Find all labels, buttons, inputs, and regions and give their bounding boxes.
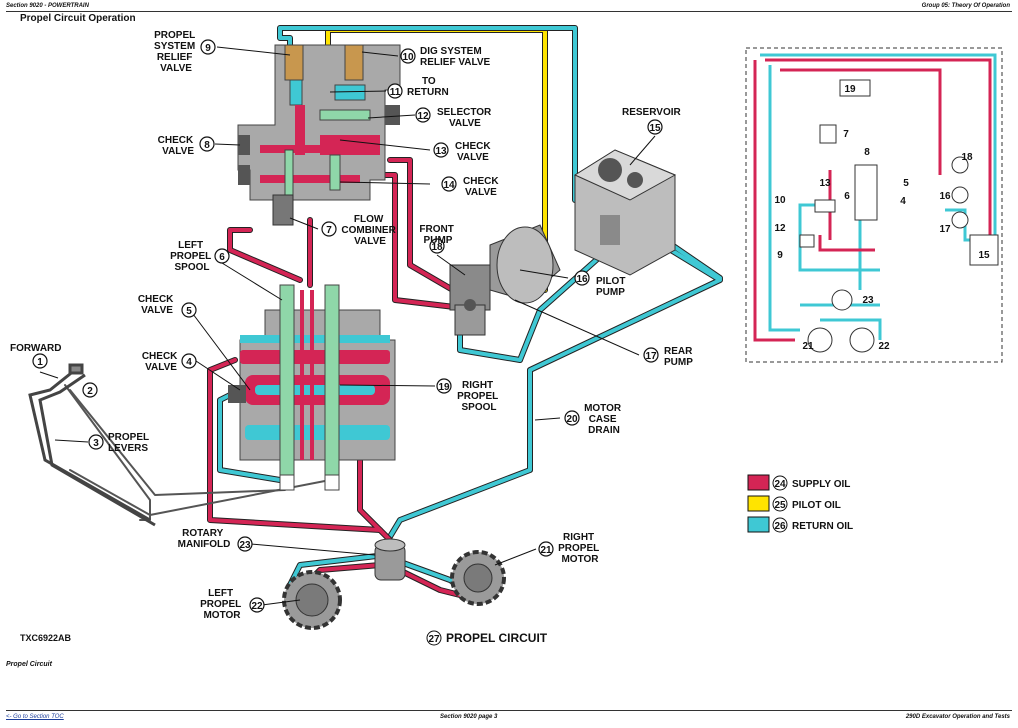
callout-1: 1 (37, 357, 43, 368)
check-valve-14-label: CHECK VALVE (463, 176, 501, 198)
schem-num: 13 (819, 178, 831, 189)
dig-system-relief-valve-label: DIG SYSTEM RELIEF VALVE (420, 46, 491, 68)
callout-20: 20 (566, 414, 578, 425)
reservoir-label: RESERVOIR (622, 107, 681, 118)
footer-page: Section 9020 page 3 (440, 714, 498, 720)
check-valve-8-label: CHECK VALVE (158, 135, 196, 157)
schem-num: 8 (864, 147, 870, 158)
oil-legend: 24 SUPPLY OIL 25 PILOT OIL 26 RETURN OIL (747, 474, 853, 533)
pilot-pump-label: PILOT PUMP (596, 276, 628, 298)
callout-2: 2 (87, 386, 93, 397)
callout-12: 12 (417, 111, 429, 122)
left-propel-spool-label: LEFT PROPEL SPOOL (170, 240, 214, 273)
reservoir-tank (573, 149, 677, 276)
upper-valve-block (237, 44, 401, 226)
header-group: Group 05: Theory Of Operation (921, 3, 1010, 9)
lever-cable (69, 469, 331, 516)
motor-case-drain-label: MOTOR CASE DRAIN (584, 403, 624, 436)
rear-pump-label: REAR PUMP (664, 346, 695, 368)
check-valve-4-label: CHECK VALVE (142, 351, 180, 373)
propel-valve-block (228, 284, 396, 491)
schem-num: 22 (878, 341, 890, 352)
callout-17: 17 (645, 351, 657, 362)
schem-num: 5 (903, 178, 909, 189)
pump-assembly (449, 224, 561, 336)
schem-num: 12 (774, 223, 786, 234)
check-valve-5-label: CHECK VALVE (138, 294, 176, 316)
schem-num: 9 (777, 250, 783, 261)
callout-23: 23 (239, 540, 251, 551)
right-motor-sprocket (450, 550, 506, 606)
circuit-title-num: 27 (428, 634, 440, 645)
callout-21: 21 (540, 545, 552, 556)
callout-9: 9 (205, 43, 211, 54)
rotary-manifold-part (374, 538, 406, 581)
schem-num: 4 (900, 196, 906, 207)
legend-label-return: RETURN OIL (792, 521, 853, 532)
callout-10: 10 (402, 52, 414, 63)
figure-id: TXC6922AB (20, 633, 72, 643)
footer-doc-title: 290D Excavator Operation and Tests (905, 714, 1010, 720)
schem-num: 16 (939, 191, 951, 202)
callout-13: 13 (435, 146, 447, 157)
footer-rule (6, 710, 1012, 711)
front-pump-label: FRONT PUMP (419, 224, 456, 246)
callout-5: 5 (186, 306, 192, 317)
schem-num: 6 (844, 191, 850, 202)
callout-3: 3 (93, 438, 99, 449)
legend-swatch-return (747, 516, 770, 533)
right-propel-spool-label: RIGHT PROPEL SPOOL (457, 380, 501, 413)
callout-4: 4 (186, 357, 192, 368)
callout-11: 11 (390, 87, 401, 98)
schem-num: 15 (978, 250, 990, 261)
callout-16: 16 (576, 274, 588, 285)
callout-15: 15 (649, 123, 661, 134)
callout-14: 14 (443, 180, 455, 191)
flow-combiner-valve-label: FLOW COMBINER VALVE (341, 214, 398, 247)
callout-22: 22 (251, 601, 263, 612)
legend-num-26: 26 (774, 521, 786, 532)
legend-label-supply: SUPPLY OIL (792, 479, 850, 490)
schem-num: 7 (843, 129, 849, 140)
selector-valve-label: SELECTOR VALVE (437, 107, 494, 129)
right-propel-motor-label: RIGHT PROPEL MOTOR (558, 532, 602, 565)
legend-swatch-pilot (747, 495, 770, 512)
legend-swatch-supply (747, 474, 770, 491)
header-rule (6, 11, 1012, 12)
legend-num-24: 24 (774, 479, 786, 490)
rotary-manifold-label: ROTARY MANIFOLD (178, 528, 231, 550)
left-motor-sprocket (282, 570, 342, 630)
hydraulic-schematic: 19 7 8 13 6 5 4 10 12 9 18 16 17 15 23 2… (745, 47, 1003, 363)
schematic-number-labels: 19 7 8 13 6 5 4 10 12 9 18 16 17 15 23 2… (774, 84, 990, 352)
schem-num: 10 (774, 195, 786, 206)
propel-system-relief-valve-label: PROPEL SYSTEM RELIEF VALVE (154, 30, 198, 74)
callout-6: 6 (219, 252, 225, 263)
go-to-toc-link[interactable]: <- Go to Section TOC (6, 714, 64, 720)
callout-8: 8 (204, 140, 210, 151)
check-valve-13-label: CHECK VALVE (455, 141, 493, 163)
callout-circles (32, 39, 663, 613)
left-propel-motor-label: LEFT PROPEL MOTOR (200, 588, 244, 621)
schem-num: 21 (802, 341, 814, 352)
schem-num: 23 (862, 295, 874, 306)
header-section: Section 9020 - POWERTRAIN (6, 3, 89, 9)
leader-lines (39, 46, 656, 606)
schem-num: 17 (939, 224, 951, 235)
propel-levers-part (28, 363, 156, 527)
propel-levers-label: PROPEL LEVERS (108, 432, 152, 454)
forward-label: FORWARD (10, 343, 61, 354)
callout-7: 7 (326, 225, 332, 236)
to-return-label: TO RETURN (407, 76, 449, 98)
callout-19: 19 (438, 382, 450, 393)
page-title: Propel Circuit Operation (20, 13, 136, 24)
circuit-title: PROPEL CIRCUIT (446, 631, 548, 645)
schem-num: 18 (961, 152, 973, 163)
callout-18: 18 (431, 242, 443, 253)
figure-caption: Propel Circuit (6, 661, 52, 668)
schem-num: 19 (844, 84, 856, 95)
legend-label-pilot: PILOT OIL (792, 500, 841, 511)
legend-num-25: 25 (774, 500, 786, 511)
